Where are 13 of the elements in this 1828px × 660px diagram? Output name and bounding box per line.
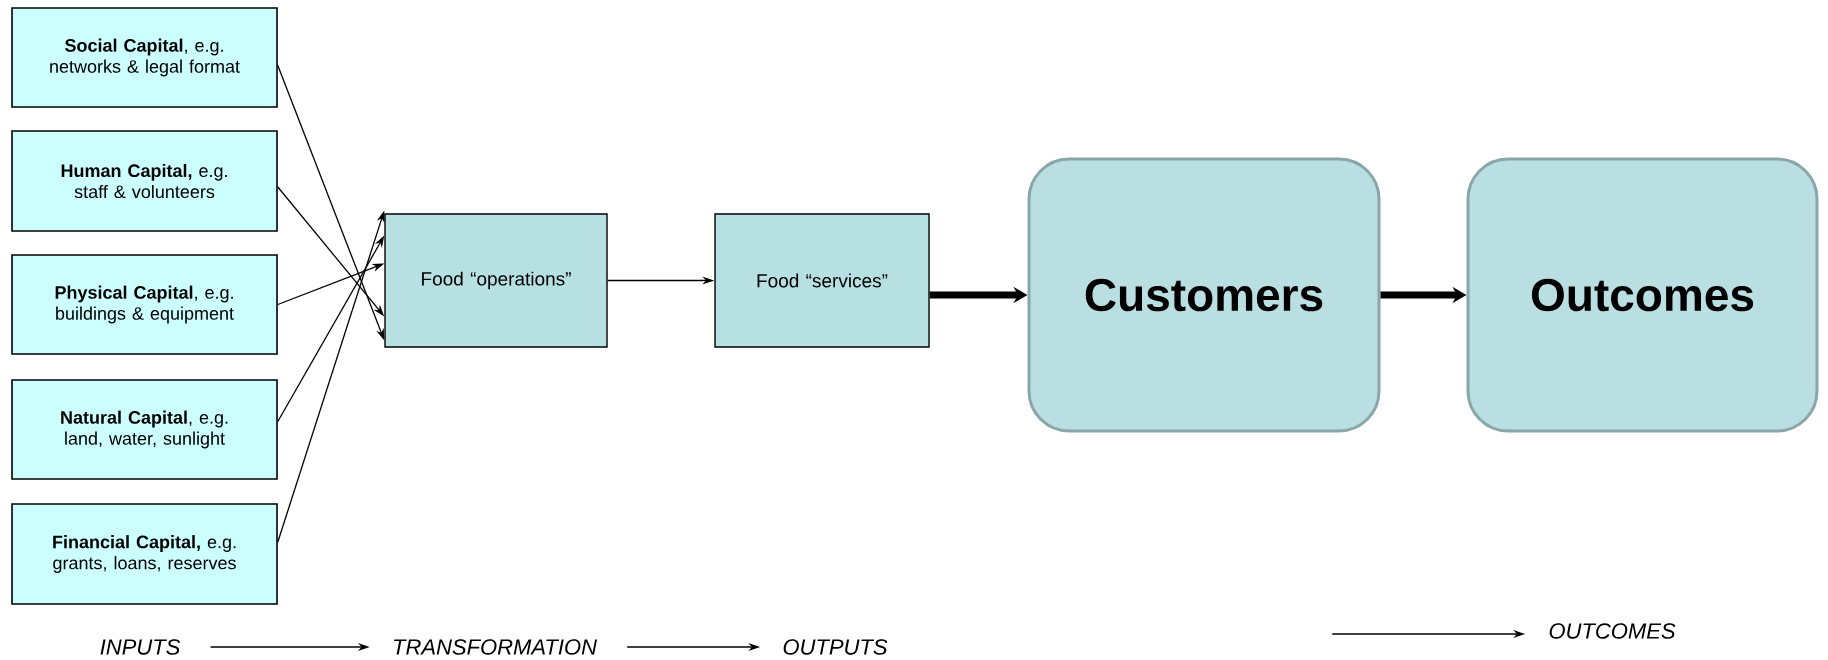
stage-label: TRANSFORMATION: [394, 639, 597, 655]
capital-box: Financial Capital, e.g. grants, loans, reserves: [11, 503, 278, 605]
stage-label: INPUTS: [100, 639, 181, 655]
stage-label: OUTPUTS: [783, 639, 888, 655]
stage-label: OUTCOMES: [1549, 623, 1676, 639]
stage-box: Outcomes: [1466, 157, 1819, 433]
stage-box: Customers: [1027, 157, 1381, 433]
process-box: Food “services”: [714, 213, 930, 348]
capital-box: Physical Capital, e.g. buildings & equipment: [11, 254, 278, 355]
capital-box: Social Capital, e.g. networks & legal format: [11, 7, 278, 108]
capital-box: Human Capital, e.g. staff & volunteers: [11, 130, 278, 232]
capital-box: Natural Capital, e.g. land, water, sunlight: [11, 379, 278, 480]
process-box: Food “operations”: [384, 213, 608, 348]
